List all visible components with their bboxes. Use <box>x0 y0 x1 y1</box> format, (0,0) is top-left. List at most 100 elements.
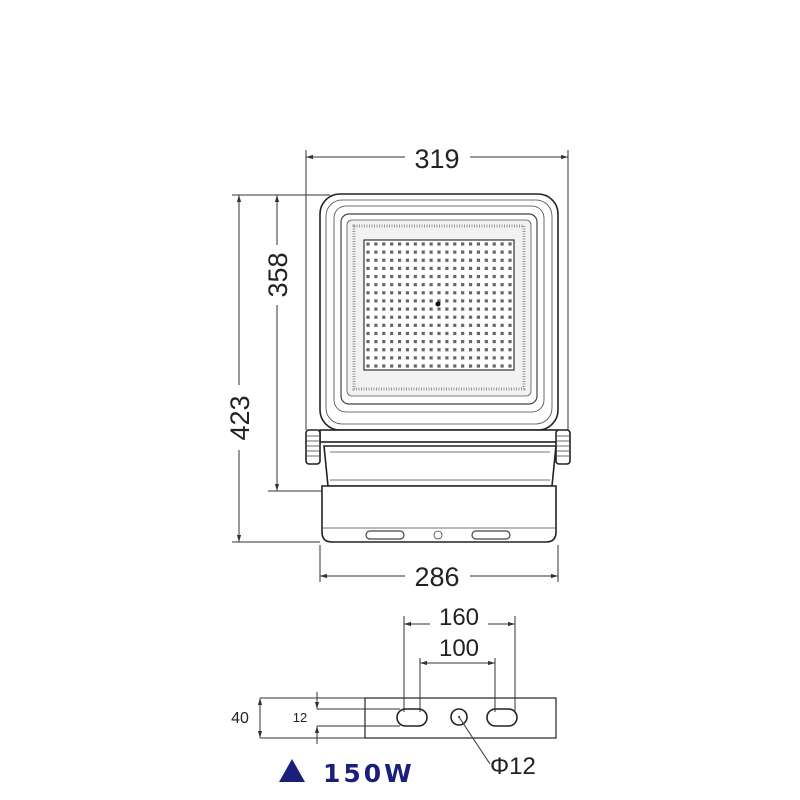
led-chip <box>382 283 386 287</box>
led-chip <box>382 364 386 368</box>
dim-160: 160 <box>439 604 479 631</box>
led-chip <box>366 315 370 319</box>
led-chip <box>445 331 449 336</box>
led-chip <box>484 364 488 368</box>
led-chip <box>461 340 465 344</box>
led-chip <box>421 258 425 262</box>
led-chip <box>374 348 378 352</box>
led-chip <box>468 307 473 311</box>
led-chip <box>468 242 473 246</box>
led-chip <box>453 356 457 360</box>
led-chip <box>453 258 457 262</box>
led-chip <box>500 323 504 327</box>
led-chip <box>405 340 410 344</box>
led-chip <box>445 258 449 262</box>
led-chip <box>500 348 504 352</box>
led-chip <box>500 258 504 262</box>
led-chip <box>476 250 481 254</box>
dim-12: 12 <box>293 710 307 725</box>
led-chip <box>390 291 394 295</box>
led-chip <box>374 258 378 262</box>
led-chip <box>397 242 402 246</box>
led-chip <box>508 299 512 303</box>
led-chip <box>397 274 402 279</box>
right-pivot-knob <box>555 429 571 465</box>
led-grid <box>366 242 512 368</box>
led-chip <box>421 315 425 319</box>
led-chip <box>492 283 496 287</box>
led-chip <box>366 356 370 360</box>
led-chip <box>429 315 433 319</box>
led-chip <box>484 266 488 270</box>
led-chip <box>374 283 378 287</box>
led-chip <box>429 283 433 287</box>
led-chip <box>461 242 465 246</box>
led-chip <box>374 364 378 368</box>
led-chip <box>453 364 457 368</box>
led-chip <box>429 307 433 311</box>
led-chip <box>397 364 402 368</box>
led-chip <box>405 242 410 246</box>
led-chip <box>500 331 504 336</box>
led-chip <box>437 291 441 295</box>
led-chip <box>500 356 504 360</box>
led-chip <box>476 258 481 262</box>
led-chip <box>508 323 512 327</box>
led-chip <box>413 315 417 319</box>
led-chip <box>453 340 457 344</box>
led-chip <box>421 250 425 254</box>
led-chip <box>437 364 441 368</box>
led-chip <box>413 340 417 344</box>
led-chip <box>492 331 496 336</box>
led-chip <box>437 307 441 311</box>
led-chip <box>476 348 481 352</box>
led-chip <box>453 242 457 246</box>
led-chip <box>390 283 394 287</box>
led-chip <box>405 356 410 360</box>
led-chip <box>500 340 504 344</box>
led-chip <box>421 348 425 352</box>
led-chip <box>382 258 386 262</box>
led-chip <box>445 283 449 287</box>
led-chip <box>413 250 417 254</box>
led-chip <box>508 364 512 368</box>
led-chip <box>413 364 417 368</box>
led-chip <box>382 299 386 303</box>
dim-423: 423 <box>225 395 255 440</box>
led-chip <box>405 315 410 319</box>
led-chip <box>374 323 378 327</box>
led-chip <box>429 291 433 295</box>
led-chip <box>437 242 441 246</box>
dimension-total-height: 423 <box>225 194 320 543</box>
led-chip <box>405 266 410 270</box>
led-chip <box>366 299 370 303</box>
led-chip <box>374 299 378 303</box>
led-chip <box>492 307 496 311</box>
dimension-inner-height: 358 <box>263 194 330 492</box>
led-chip <box>468 364 473 368</box>
dim-40: 40 <box>231 710 249 727</box>
led-chip <box>382 331 386 336</box>
led-chip <box>468 274 473 279</box>
led-chip <box>382 250 386 254</box>
led-chip <box>374 266 378 270</box>
led-chip <box>468 323 473 327</box>
led-chip <box>382 323 386 327</box>
led-chip <box>405 258 410 262</box>
led-chip <box>405 307 410 311</box>
led-chip <box>468 348 473 352</box>
led-chip <box>397 340 402 344</box>
led-chip <box>445 364 449 368</box>
led-chip <box>492 242 496 246</box>
led-chip <box>484 291 488 295</box>
led-chip <box>500 299 504 303</box>
led-chip <box>374 274 378 279</box>
led-chip <box>390 356 394 360</box>
led-chip <box>366 250 370 254</box>
led-chip <box>461 348 465 352</box>
led-chip <box>484 340 488 344</box>
led-chip <box>421 242 425 246</box>
led-chip <box>382 242 386 246</box>
led-chip <box>390 274 394 279</box>
led-chip <box>492 323 496 327</box>
